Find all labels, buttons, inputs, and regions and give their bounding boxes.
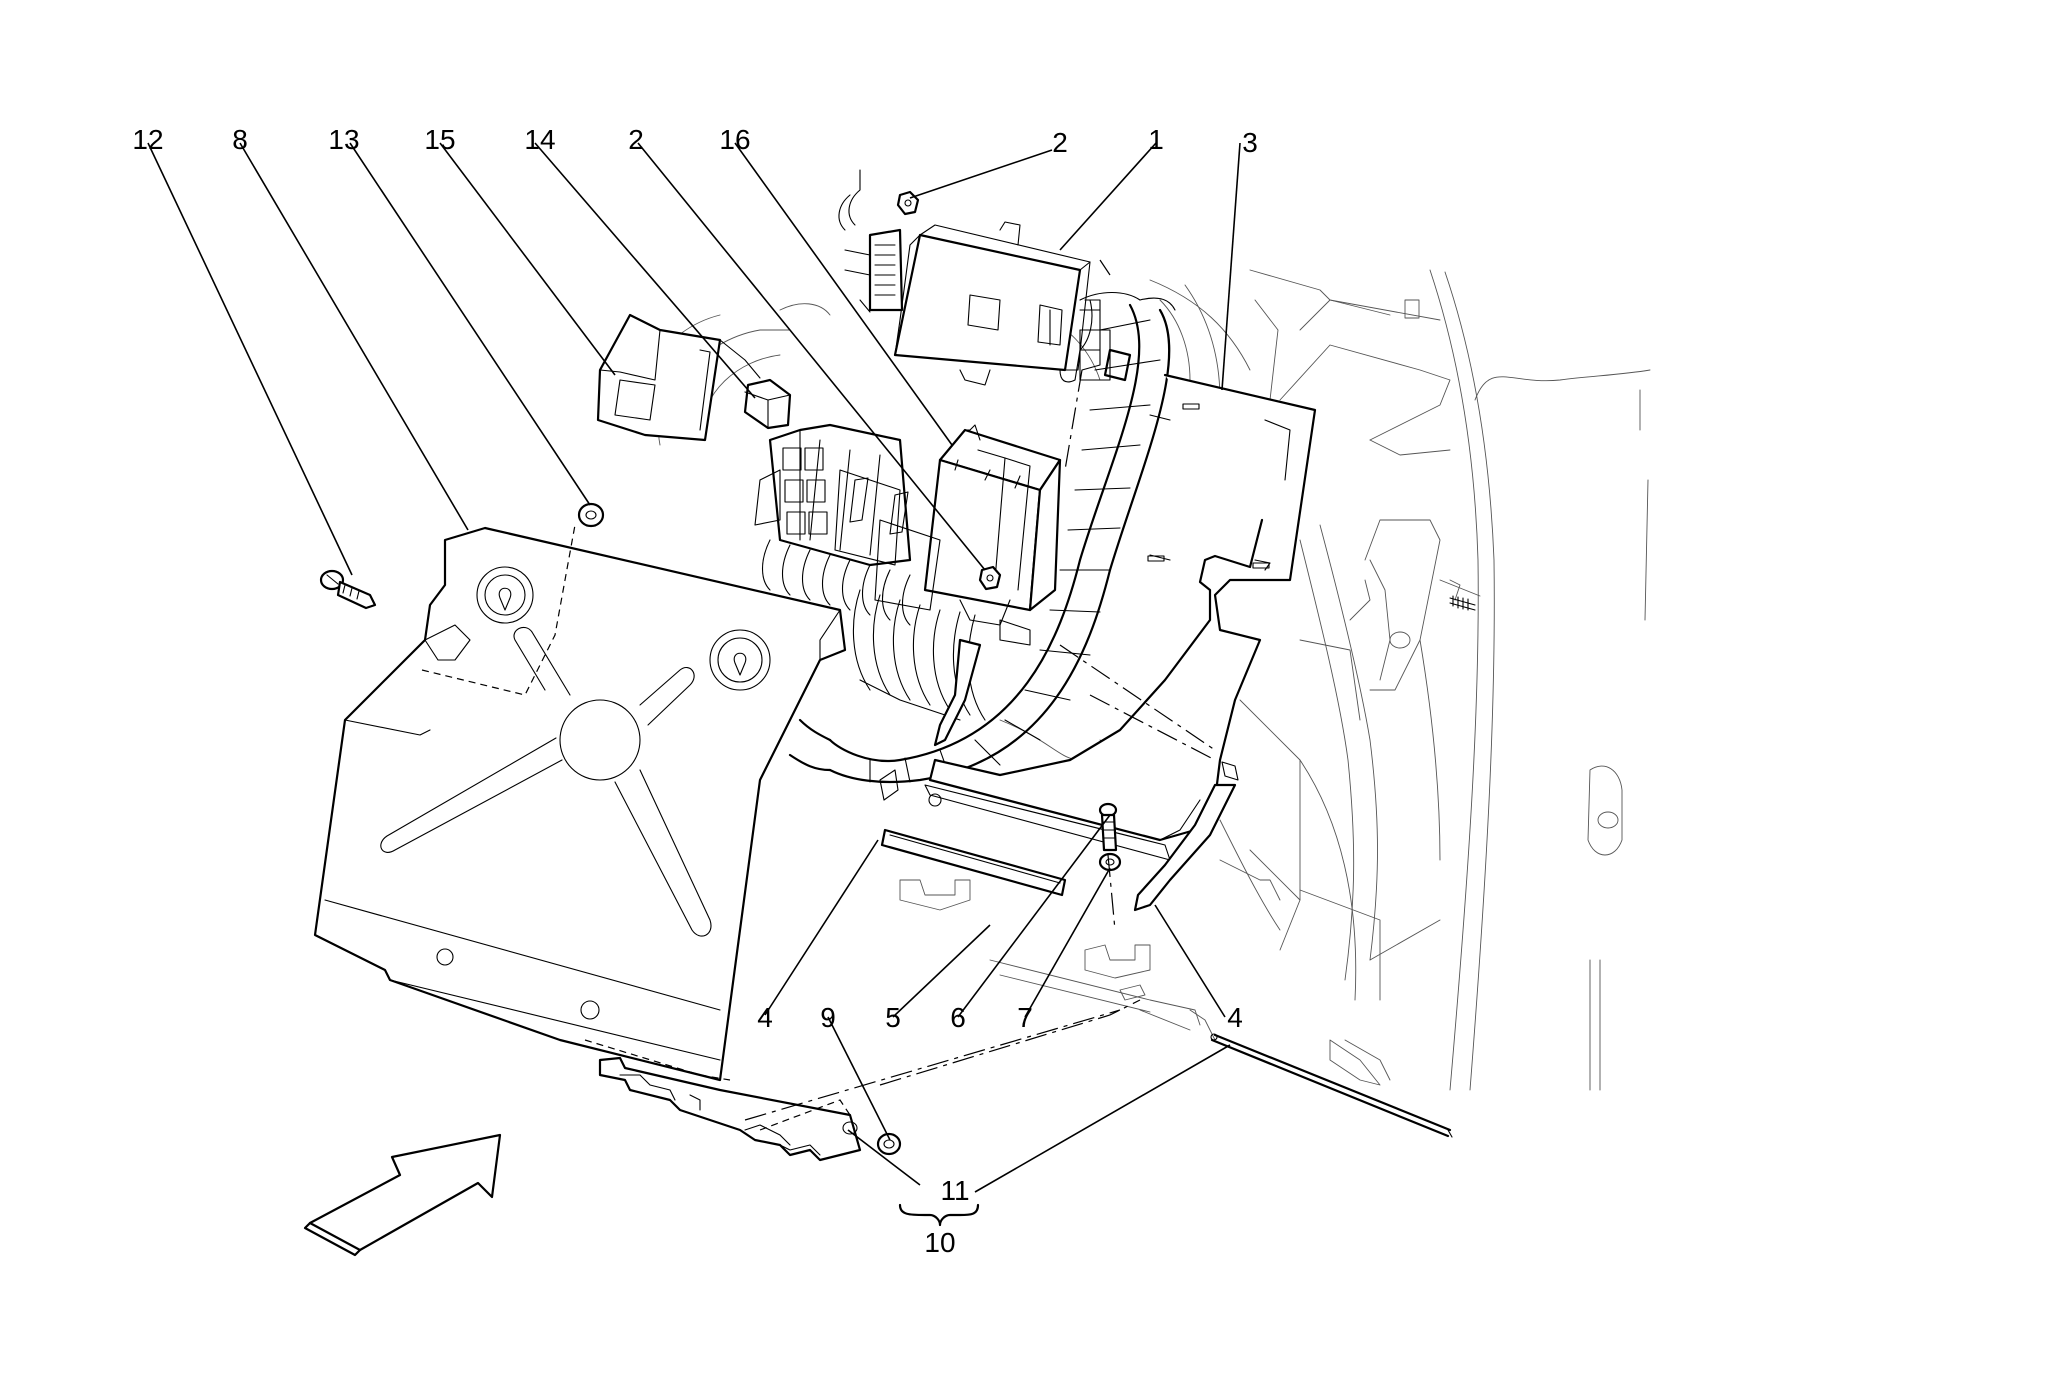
brace (898, 1203, 980, 1227)
fastener-washer-7 (1098, 852, 1122, 872)
fastener-screw-12 (319, 569, 377, 610)
fastener-nut-2-mid (978, 565, 1002, 591)
fastener-nut-13 (577, 502, 605, 528)
callout-10: 10 (924, 1227, 955, 1258)
callout-11: 11 (940, 1175, 969, 1206)
callout-14: 14 (524, 124, 555, 155)
callout-15: 15 (424, 124, 455, 155)
module-15 (596, 313, 761, 442)
control-unit-1 (893, 221, 1101, 386)
car-body-background (1149, 269, 1651, 1091)
callout-labels: 12 8 13 15 14 2 16 2 1 3 4 9 5 6 7 4 11 … (132, 124, 1257, 1258)
fuse-box (923, 424, 1062, 646)
fastener-bolt-6 (1098, 802, 1118, 852)
callout-12: 12 (132, 124, 163, 155)
assembly-lines (421, 259, 1216, 1131)
sealing-strips (879, 638, 1239, 912)
leader-lines (147, 142, 1241, 1193)
callout-5: 5 (885, 1002, 901, 1033)
cover-plate-8 (313, 526, 847, 1082)
callout-1: 1 (1148, 124, 1164, 155)
callout-6: 6 (950, 1002, 966, 1033)
callout-3: 3 (1242, 127, 1258, 158)
callout-16: 16 (719, 124, 750, 155)
callout-7: 7 (1017, 1002, 1033, 1033)
callout-2-left: 2 (628, 124, 644, 155)
fastener-nut-2-top (896, 190, 920, 216)
direction-arrow-icon (303, 1133, 502, 1257)
callout-4-right: 4 (1227, 1002, 1243, 1033)
rod-11 (1210, 1033, 1453, 1138)
bracket-3 (924, 373, 1317, 861)
lower-rail (899, 879, 1216, 1041)
callout-8: 8 (232, 124, 248, 155)
relay-14 (743, 378, 792, 430)
wiring-harness (788, 292, 1176, 784)
fastener-nut-9 (876, 1132, 902, 1156)
relay-block (754, 423, 941, 611)
callout-9: 9 (820, 1002, 836, 1033)
callout-2-right: 2 (1052, 127, 1068, 158)
stud (1449, 595, 1476, 611)
callout-4-left: 4 (757, 1002, 773, 1033)
relay-wires (761, 539, 986, 721)
callout-13: 13 (328, 124, 359, 155)
lower-clip-bracket (598, 1056, 862, 1162)
connector-left (838, 169, 904, 313)
